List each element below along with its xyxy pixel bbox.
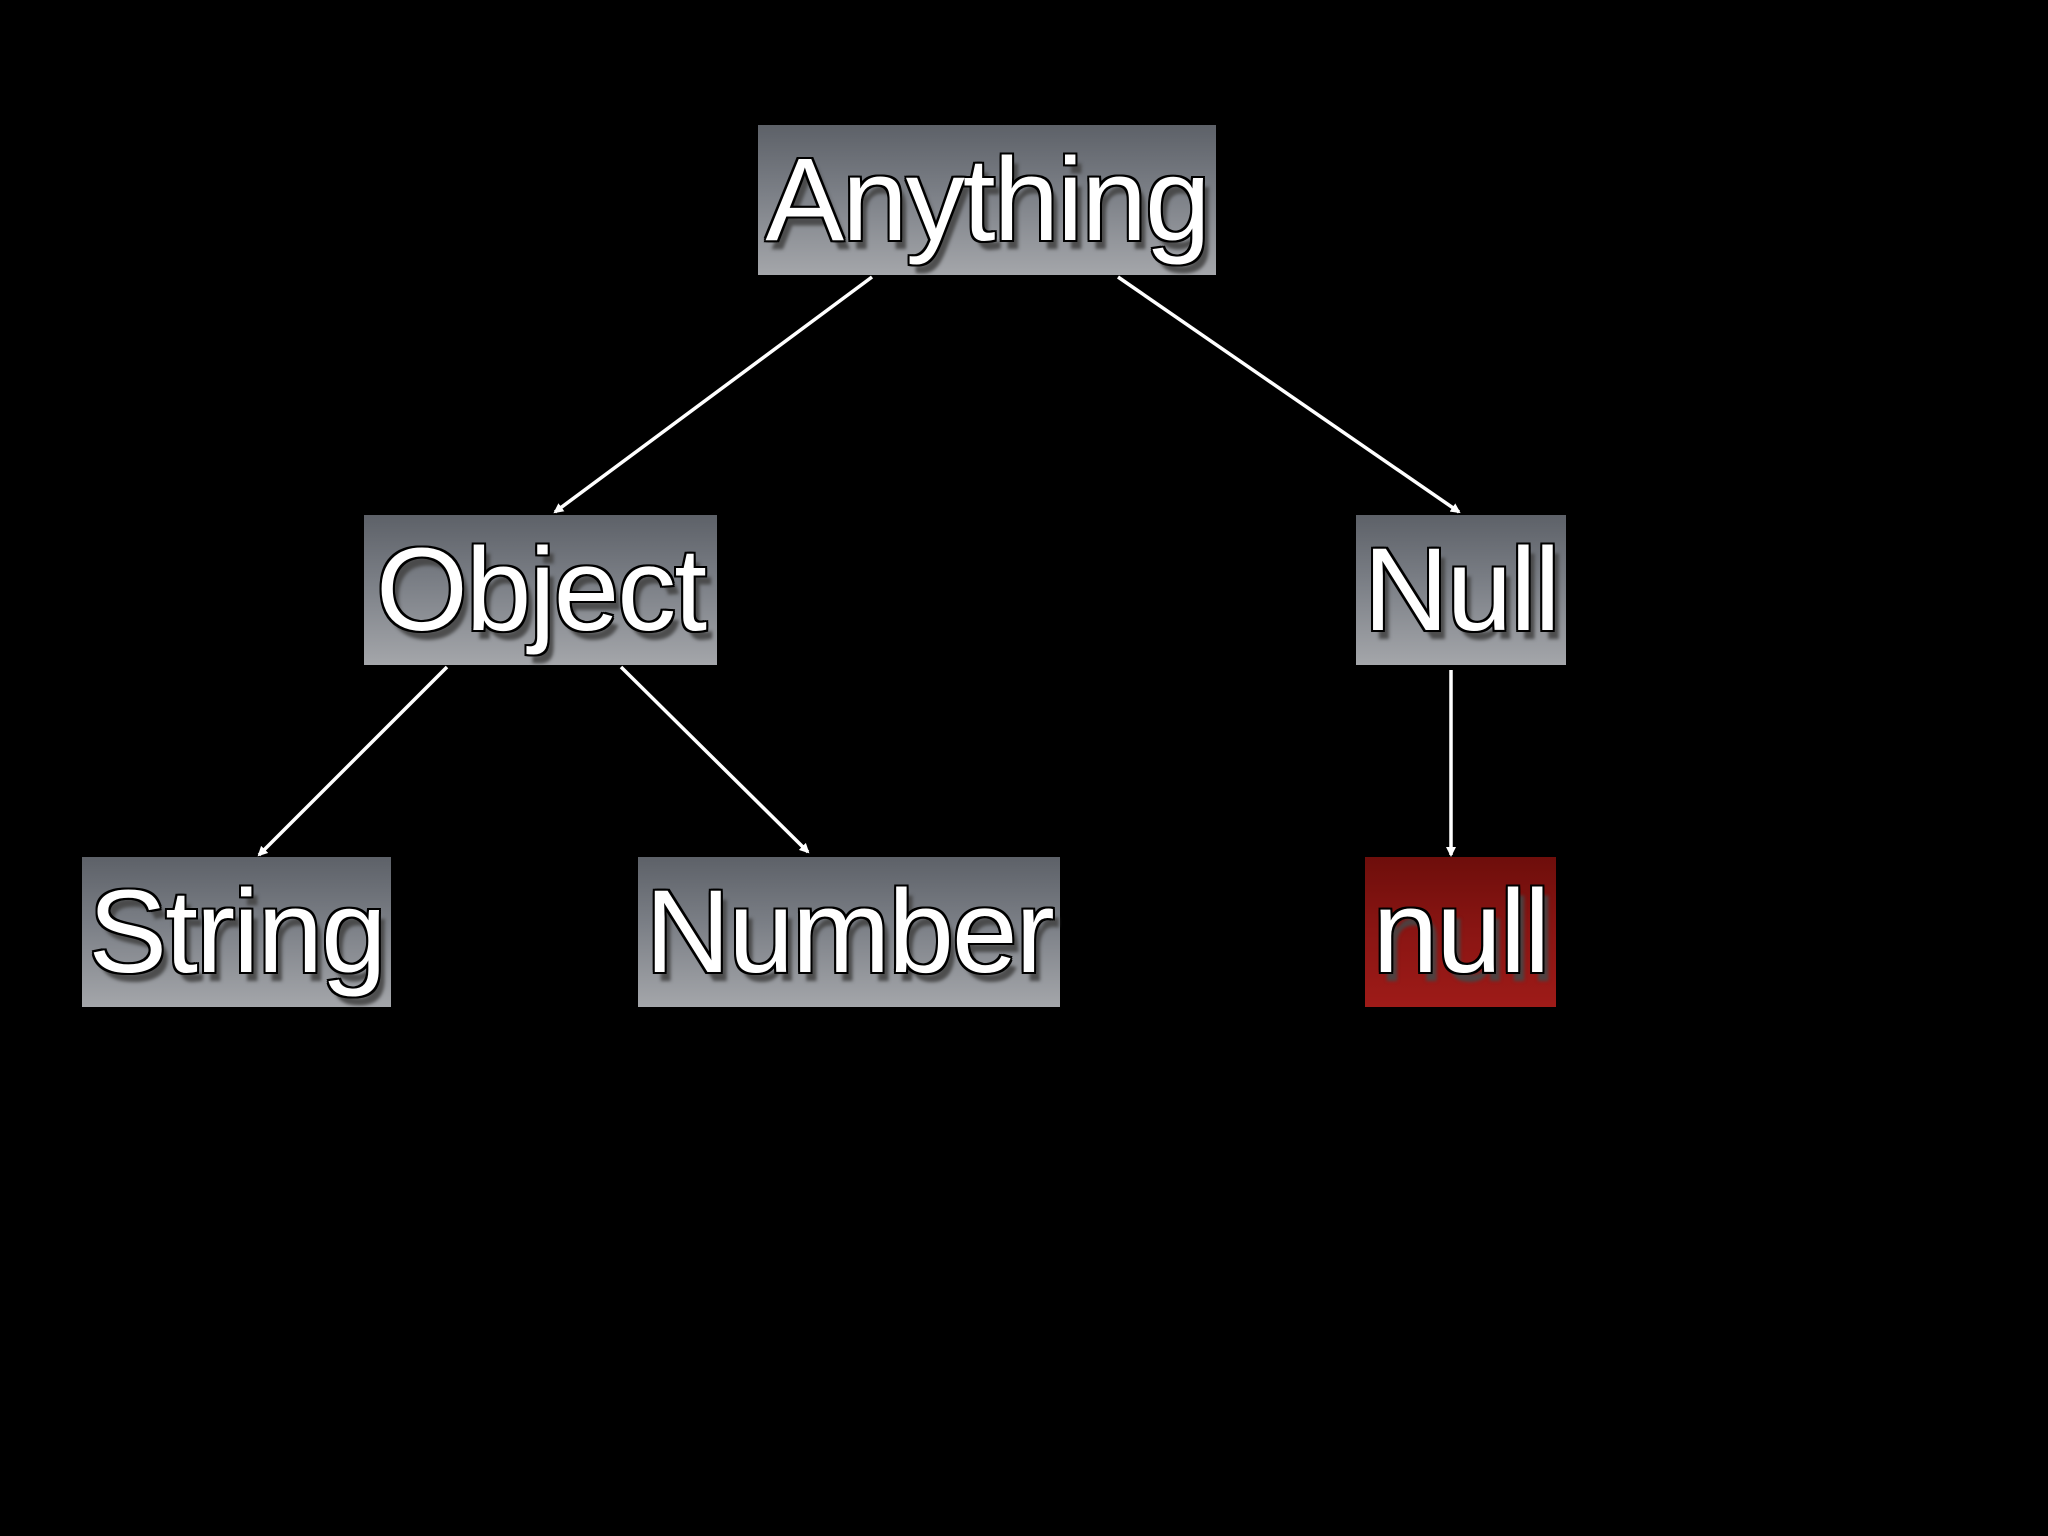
edge-anything-to-object xyxy=(553,275,874,514)
node-anything-label: Anything xyxy=(765,134,1210,266)
edge-object-to-string xyxy=(257,665,449,857)
edge-anything-to-null xyxy=(1117,275,1461,514)
node-null-value: null xyxy=(1365,857,1556,1007)
node-null-type: Null xyxy=(1356,515,1566,665)
node-anything: Anything xyxy=(758,125,1216,275)
node-number: Number xyxy=(638,857,1060,1007)
node-object-label: Object xyxy=(375,524,707,656)
node-object: Object xyxy=(364,515,717,665)
node-string-label: String xyxy=(88,866,386,998)
node-null-value-label: null xyxy=(1372,866,1551,998)
node-null-type-label: Null xyxy=(1363,524,1560,656)
node-string: String xyxy=(82,857,391,1007)
edge-object-to-number xyxy=(619,665,810,854)
node-number-label: Number xyxy=(645,866,1055,998)
